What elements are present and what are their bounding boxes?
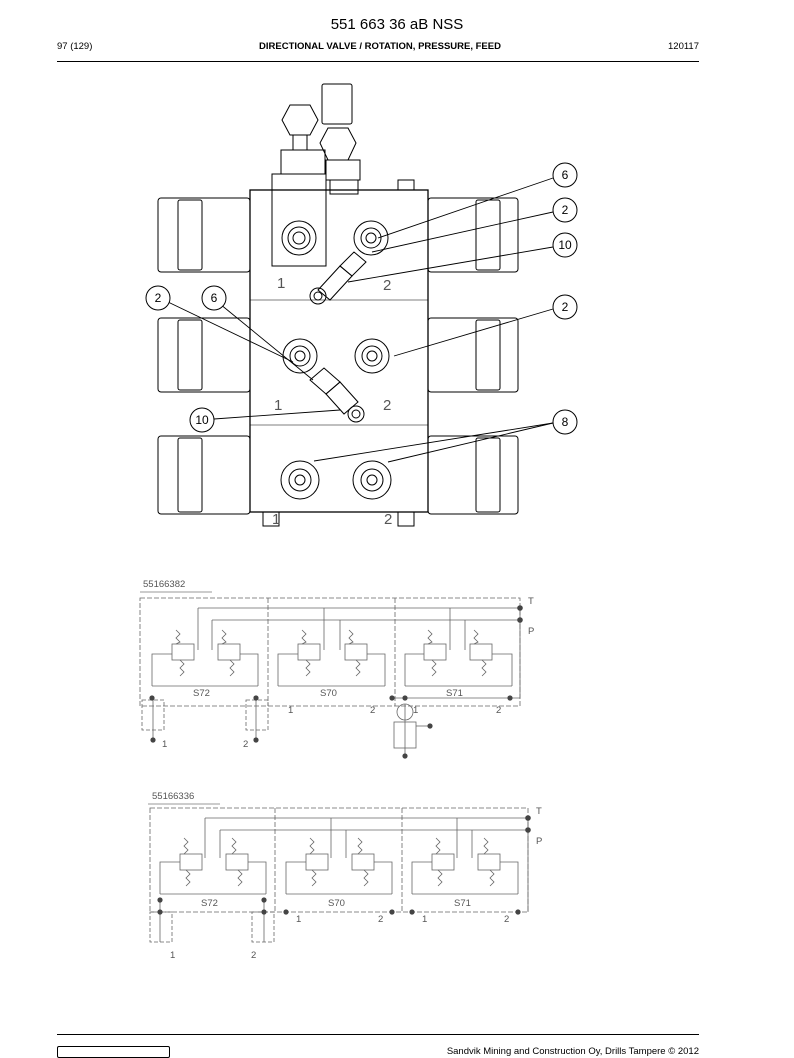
date-code: 120117: [668, 41, 699, 52]
port-label: 1: [296, 914, 301, 925]
port-label: 1: [413, 705, 418, 716]
tank-label: T: [536, 806, 542, 817]
port-mark: 1: [277, 275, 285, 292]
schematic-part-number: 55166336: [152, 791, 194, 802]
section-label: S72: [201, 898, 218, 909]
port-label: 1: [288, 705, 293, 716]
document-code: 551 663 36 aB NSS: [330, 16, 464, 33]
callout-label: 10: [195, 413, 209, 427]
port-label: 2: [251, 950, 256, 961]
page-number: 97 (129): [57, 41, 93, 52]
port-mark: 1: [272, 511, 280, 528]
callout-10-top: 10: [552, 232, 578, 258]
company-logo: [57, 1046, 170, 1058]
callout-10-left: 10: [189, 407, 215, 433]
section-label: S70: [320, 688, 337, 699]
port-mark: 2: [383, 397, 391, 414]
callout-2-top: 2: [552, 197, 578, 223]
port-mark: 1: [274, 397, 282, 414]
hydraulic-schematic-2: 55166336: [148, 791, 542, 961]
callout-2-left: 2: [145, 285, 171, 311]
port-label: 1: [422, 914, 427, 925]
valve-drawing: [157, 83, 519, 527]
port-label: 2: [504, 914, 509, 925]
port-mark: 2: [383, 277, 391, 294]
callout-label: 6: [211, 291, 218, 305]
page-title: DIRECTIONAL VALVE / ROTATION, PRESSURE, …: [259, 41, 501, 52]
section-label: S71: [454, 898, 471, 909]
port-label: 2: [370, 705, 375, 716]
port-label: 1: [162, 739, 167, 750]
port-label: 2: [243, 739, 248, 750]
tank-label: T: [528, 596, 534, 607]
header-rule: [57, 61, 699, 62]
schematic-part-number: 55166382: [143, 579, 185, 590]
section-label: S71: [446, 688, 463, 699]
callout-6-left: 6: [201, 285, 227, 311]
port-label: 2: [496, 705, 501, 716]
section-label: S70: [328, 898, 345, 909]
section-label: S72: [193, 688, 210, 699]
callout-label: 8: [562, 415, 569, 429]
port-label: 2: [378, 914, 383, 925]
callout-label: 2: [155, 291, 162, 305]
pressure-label: P: [536, 836, 542, 847]
callout-label: 6: [562, 168, 569, 182]
footer-copyright: Sandvik Mining and Construction Oy, Dril…: [446, 1046, 699, 1057]
leader-lines: [167, 177, 554, 463]
callout-label: 10: [558, 238, 572, 252]
hydraulic-schematic-1: 55166382: [139, 579, 534, 759]
port-mark: 2: [384, 511, 392, 528]
body-port-marks: 1 2 1 2 1 2: [272, 275, 392, 528]
callout-label: 2: [562, 300, 569, 314]
port-label: 1: [170, 950, 175, 961]
footer-rule: [57, 1034, 699, 1035]
callout-2-right: 2: [552, 294, 578, 320]
pressure-label: P: [528, 626, 534, 637]
callout-label: 2: [562, 203, 569, 217]
callout-8: 8: [552, 409, 578, 435]
callout-6-top: 6: [552, 162, 578, 188]
